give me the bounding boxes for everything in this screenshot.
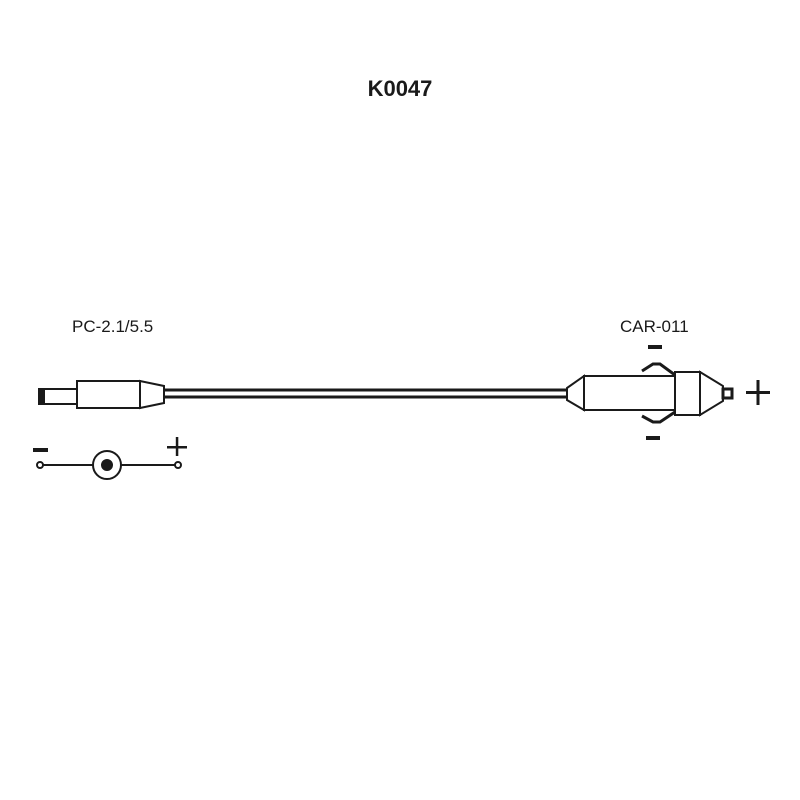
polarity-marks — [33, 345, 770, 456]
dc-minus-icon — [33, 448, 48, 452]
car-minus-top-icon — [648, 345, 662, 349]
car-plug — [566, 362, 734, 424]
dc-polarity-schematic — [36, 450, 182, 480]
cable — [164, 388, 567, 399]
right-connector-label: CAR-011 — [620, 317, 689, 336]
dc-barrel-plug — [38, 379, 165, 410]
car-minus-bottom-icon — [646, 436, 660, 440]
diagram-title: K0047 — [367, 76, 433, 101]
left-connector-label: PC-2.1/5.5 — [72, 317, 154, 336]
